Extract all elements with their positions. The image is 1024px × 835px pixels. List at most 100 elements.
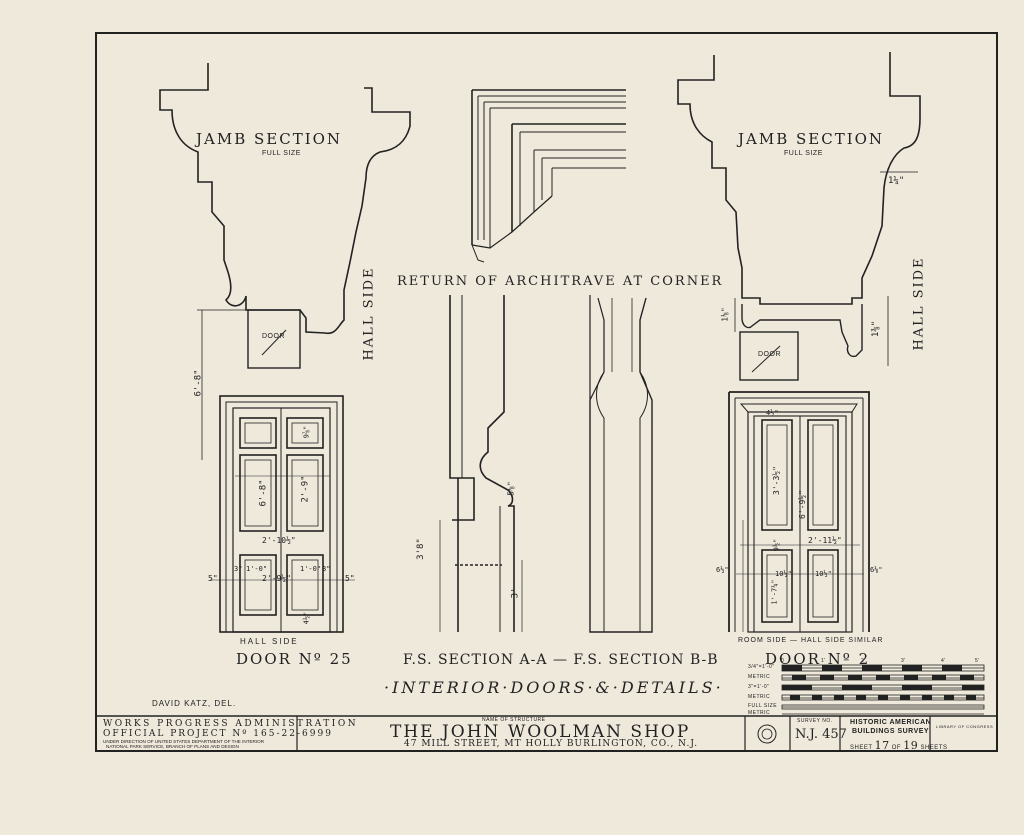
door-2-panel-2-inner bbox=[812, 424, 834, 526]
door-25-panel-2-inner bbox=[291, 422, 319, 444]
left-jamb-title: JAMB SECTION bbox=[196, 130, 343, 148]
scale-tick-4: 4' bbox=[941, 658, 946, 664]
architrave-line-2 bbox=[477, 95, 626, 240]
left-door-arrow bbox=[261, 329, 287, 356]
scale-checker-4 bbox=[790, 695, 976, 700]
door-2-head-trim bbox=[739, 403, 858, 413]
section-b-body bbox=[589, 297, 653, 633]
survey-number: N.J. 457 bbox=[795, 727, 847, 742]
section-a-a-drawing bbox=[439, 295, 523, 632]
door-2-dim-7: 10½" bbox=[815, 570, 832, 578]
right-door-label: DOOR bbox=[758, 351, 781, 358]
sheet-number: 17 bbox=[874, 739, 890, 752]
door-25-dim-8: 3" bbox=[234, 565, 243, 573]
door-2-dim-9: 6⅛" bbox=[870, 566, 883, 574]
architrave-line-4 bbox=[489, 107, 626, 248]
scale-row-4: FULL SIZE bbox=[748, 703, 778, 709]
habs-line-2: BUILDINGS SURVEY bbox=[852, 728, 930, 735]
scale-row-2: 3"=1'-0" bbox=[748, 684, 770, 690]
door-25-dim-6: 5" bbox=[208, 574, 218, 583]
survey-label: SURVEY NO. bbox=[797, 718, 833, 724]
seal-inner bbox=[761, 728, 773, 740]
section-b-curve-left bbox=[596, 371, 605, 632]
right-door-arrow bbox=[751, 345, 781, 373]
door-25-panel-3-inner bbox=[244, 459, 272, 527]
section-dim-1: 3' bbox=[510, 587, 521, 599]
graphic-scale bbox=[781, 664, 985, 715]
door-25-panel-4-inner bbox=[291, 459, 319, 527]
sections-caption: F.S. SECTION A-A — F.S. SECTION B-B bbox=[403, 652, 719, 668]
architrave-outer bbox=[471, 89, 626, 245]
section-a-outer bbox=[449, 295, 475, 521]
seal-icon bbox=[757, 724, 777, 744]
door-25-panel-1 bbox=[239, 417, 277, 449]
scale-row-0: 3/4"=1'-0" bbox=[748, 664, 775, 670]
architrave-corner-drawing bbox=[471, 89, 626, 263]
left-door-section-box bbox=[247, 309, 301, 369]
section-dim-2: 5⅛" bbox=[506, 481, 516, 496]
door-25-panel-5 bbox=[239, 554, 277, 616]
door-25-bottom-label: HALL SIDE bbox=[240, 637, 299, 646]
structure-address: 47 MILL STREET, MT HOLLY BURLINGTON, CO.… bbox=[404, 739, 699, 749]
left-door-label: DOOR bbox=[262, 333, 285, 340]
section-a-profile bbox=[479, 295, 515, 632]
door-25-dim-1: 2'-9" bbox=[300, 475, 311, 503]
sheet-border bbox=[95, 32, 998, 752]
door-2-dim-0: 4½" bbox=[766, 409, 779, 417]
section-b-left bbox=[589, 295, 605, 401]
section-dim-0: 3'8" bbox=[415, 538, 426, 560]
left-jamb-subtitle: FULL SIZE bbox=[262, 150, 301, 157]
scale-checker-3 bbox=[782, 685, 984, 690]
right-dim-2: 1⅛" bbox=[720, 307, 730, 322]
scale-row-1: METRIC bbox=[748, 674, 771, 680]
architrave-title: RETURN OF ARCHITRAVE AT CORNER bbox=[397, 274, 724, 289]
architrave-line-9 bbox=[551, 167, 626, 196]
right-jamb-lower bbox=[741, 304, 863, 358]
drafter-credit: DAVID KATZ, DEL. bbox=[152, 699, 237, 708]
door-25-dim-11: 4½" bbox=[302, 611, 311, 625]
door-2-dim-3: 2'-11½" bbox=[808, 536, 842, 545]
sheet-numbering: SHEET 17 OF 19 SHEETS bbox=[850, 739, 947, 752]
door-2-panel-1-inner bbox=[766, 424, 788, 526]
right-dim-3: 1⅜" bbox=[871, 320, 882, 338]
library-stamp: LIBRARY OF CONGRESS bbox=[936, 724, 994, 729]
door-25-height-dim: 6'-8" bbox=[193, 369, 204, 397]
door-25-panel-6 bbox=[286, 554, 324, 616]
wpa-line-2: OFFICIAL PROJECT Nº 165-22-6999 bbox=[103, 729, 333, 739]
door-2-panel-2 bbox=[807, 419, 839, 531]
door-2-dim-1: 3'-3½" bbox=[771, 466, 781, 495]
door-25-panel-1-inner bbox=[244, 422, 272, 444]
door-2-dim-8: 6½" bbox=[716, 566, 729, 574]
architrave-line-3 bbox=[483, 101, 626, 240]
door-25-dim-10: 9⅞" bbox=[302, 425, 311, 439]
door-25-panel-2 bbox=[286, 417, 324, 449]
scale-tick-1: 1' bbox=[821, 658, 826, 664]
left-hall-side-label: HALL SIDE bbox=[361, 266, 377, 361]
section-b-b-drawing bbox=[589, 295, 653, 633]
scale-bar-3 bbox=[781, 684, 985, 691]
door-25-dim-3: 2'-9½" bbox=[262, 574, 291, 583]
door-2-outer-casing bbox=[728, 391, 870, 632]
scale-row-3: METRIC bbox=[748, 694, 771, 700]
door-25-dim-5: 1'-0" bbox=[300, 565, 322, 573]
right-jamb-title: JAMB SECTION bbox=[738, 130, 885, 148]
door-2-panel-4 bbox=[807, 549, 839, 623]
structure-name: THE JOHN WOOLMAN SHOP bbox=[390, 722, 691, 742]
wpa-line-3: UNDER DIRECTION OF UNITED STATES DEPARTM… bbox=[103, 739, 265, 744]
scale-checker-1 bbox=[782, 665, 962, 671]
architrave-line-7 bbox=[533, 149, 626, 212]
door-2-caption: DOOR Nº 2 bbox=[765, 650, 871, 668]
door-2-panel-4-inner bbox=[812, 554, 834, 618]
right-jamb-profile bbox=[677, 52, 921, 305]
sheet-total: 19 bbox=[903, 739, 919, 752]
door-2-panel-3 bbox=[761, 549, 793, 623]
door-25-panel-6-inner bbox=[291, 559, 319, 611]
door-2-dim-6: 10½" bbox=[775, 570, 792, 578]
door-25-panel-3 bbox=[239, 454, 277, 532]
right-hall-side-label: HALL SIDE bbox=[911, 256, 927, 351]
right-dim-1: 1¼" bbox=[888, 176, 905, 186]
door-2-panel-3-inner bbox=[766, 554, 788, 618]
main-title: ·INTERIOR·DOORS·&·DETAILS· bbox=[384, 678, 724, 697]
